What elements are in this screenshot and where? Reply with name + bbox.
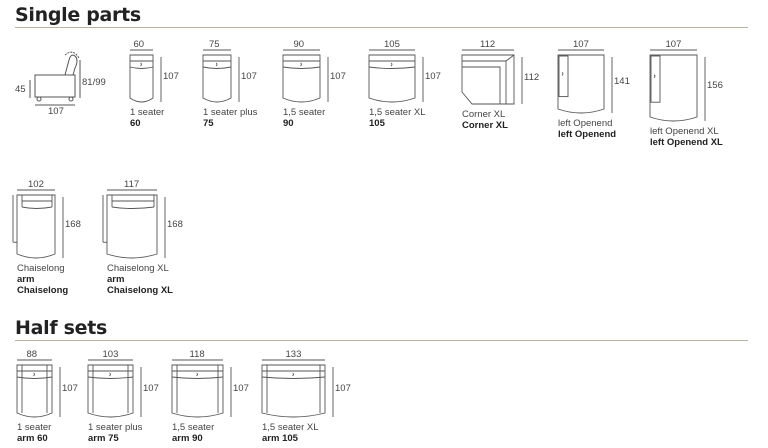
module-name: 1,5 seater bbox=[283, 107, 326, 118]
width-dimension-label: 133 bbox=[285, 349, 302, 360]
width-dimension-label: 105 bbox=[384, 39, 400, 50]
module-code: Chaiselong bbox=[17, 285, 69, 296]
module-drawing bbox=[557, 49, 613, 114]
module-name: 1 seater bbox=[130, 107, 165, 118]
seat-height-label: 45 bbox=[15, 84, 26, 95]
width-dimension-label: 90 bbox=[293, 39, 305, 50]
module-code: Corner XL bbox=[462, 120, 508, 131]
section-divider bbox=[15, 27, 748, 28]
module-code: 75 bbox=[203, 118, 214, 129]
module-name: 1,5 seater bbox=[172, 422, 215, 433]
module-name: left Openend bbox=[558, 118, 613, 129]
module-name: 1,5 seater XL bbox=[369, 107, 426, 118]
module-code: 90 bbox=[283, 118, 294, 129]
height-dimension-label: 107 bbox=[330, 70, 346, 82]
width-dimension-label: 107 bbox=[665, 39, 682, 50]
module-code: 60 bbox=[130, 118, 141, 129]
width-dimension-label: 112 bbox=[480, 39, 496, 50]
width-dimension-label: 118 bbox=[189, 349, 205, 360]
height-dimension-label: 107 bbox=[163, 70, 179, 82]
module-drawing bbox=[87, 359, 142, 418]
height-dimension-label: 107 bbox=[241, 70, 257, 82]
height-dimension-label: 156 bbox=[707, 80, 723, 91]
height-dimension-label: 168 bbox=[65, 218, 81, 230]
module-name: 1,5 seater XL bbox=[262, 422, 319, 433]
height-dimension-label: 107 bbox=[62, 383, 78, 394]
module-drawing bbox=[171, 359, 232, 418]
module-drawing bbox=[202, 49, 240, 103]
width-dimension-label: 102 bbox=[28, 179, 44, 190]
module-name: Chaiselong XL bbox=[107, 263, 169, 274]
module-drawing bbox=[16, 359, 61, 418]
sofa-side-view-drawing bbox=[29, 51, 81, 106]
module-code: arm 90 bbox=[172, 433, 203, 444]
height-dimension-label: 107 bbox=[143, 383, 159, 394]
module-name: 1 seater bbox=[17, 422, 52, 433]
module-drawing bbox=[102, 189, 166, 259]
module-drawing bbox=[12, 189, 64, 259]
height-dimension-label: 107 bbox=[425, 70, 441, 82]
module-name: left Openend XL bbox=[650, 126, 719, 137]
depth-label: 107 bbox=[48, 106, 64, 117]
height-dimension-label: 168 bbox=[167, 218, 183, 230]
section-title-half-sets: Half sets bbox=[15, 317, 108, 339]
height-dimension-label: 141 bbox=[614, 76, 630, 87]
module-drawing bbox=[368, 49, 424, 103]
module-code: left Openend bbox=[558, 129, 617, 140]
section-divider bbox=[15, 340, 748, 341]
section-title-single-parts: Single parts bbox=[15, 4, 141, 26]
height-dimension-label: 112 bbox=[524, 71, 540, 83]
width-dimension-label: 117 bbox=[124, 179, 140, 190]
width-dimension-label: 107 bbox=[573, 39, 589, 50]
module-drawing bbox=[649, 49, 706, 122]
module-code: arm bbox=[17, 274, 35, 285]
module-name: Chaiselong bbox=[17, 263, 65, 274]
module-code: Chaiselong XL bbox=[107, 285, 173, 296]
back-height-label: 81/99 bbox=[82, 77, 106, 88]
module-code: arm 60 bbox=[17, 433, 48, 444]
module-code: arm 105 bbox=[262, 433, 298, 444]
module-drawing bbox=[461, 49, 523, 105]
width-dimension-label: 103 bbox=[102, 349, 119, 360]
height-dimension-label: 107 bbox=[233, 383, 249, 394]
module-code: left Openend XL bbox=[650, 137, 723, 148]
module-code: arm bbox=[107, 274, 125, 285]
width-dimension-label: 75 bbox=[209, 39, 220, 50]
module-drawing bbox=[129, 49, 162, 103]
module-name: Corner XL bbox=[462, 109, 506, 120]
height-dimension-label: 107 bbox=[335, 383, 351, 394]
module-drawing bbox=[261, 359, 334, 418]
width-dimension-label: 60 bbox=[133, 39, 145, 50]
module-drawing bbox=[282, 49, 329, 103]
module-code: 105 bbox=[369, 118, 385, 129]
module-name: 1 seater plus bbox=[88, 422, 143, 433]
width-dimension-label: 88 bbox=[26, 349, 38, 360]
module-name: 1 seater plus bbox=[203, 107, 258, 118]
module-code: arm 75 bbox=[88, 433, 119, 444]
